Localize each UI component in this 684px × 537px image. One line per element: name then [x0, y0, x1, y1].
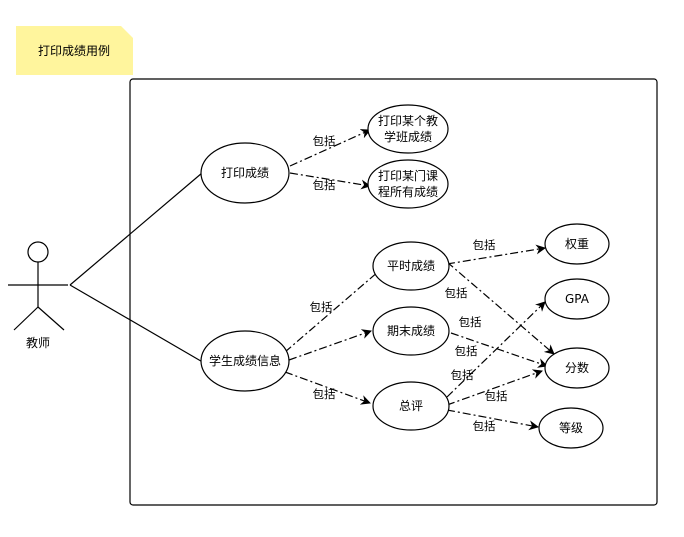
actor-head	[27, 241, 49, 263]
include-total-edge	[284, 371, 371, 405]
include-total-gpa-edge	[446, 301, 546, 398]
use-case-print-grades[interactable]	[200, 142, 290, 204]
print-course-label-line1: 打印某门课	[378, 168, 438, 183]
include-final-score-edge	[450, 332, 548, 368]
actor-right-leg	[37, 306, 65, 331]
use-case-print-class[interactable]	[367, 104, 449, 154]
gpa-label: GPA	[565, 292, 590, 306]
include-label-usual: 包括	[310, 300, 333, 314]
actor-teacher[interactable]	[8, 241, 68, 331]
actor-left-leg	[13, 306, 39, 331]
score-label: 分数	[565, 360, 589, 375]
include-label-final-score: 包括	[455, 344, 478, 358]
use-case-grade[interactable]	[538, 407, 604, 449]
include-usual-weight-edge	[446, 244, 546, 265]
final-label: 期末成绩	[387, 324, 435, 338]
print-class-label-line2: 学班成绩	[384, 129, 432, 144]
print-class-label-line1: 打印某个教	[378, 113, 438, 128]
use-case-usual[interactable]	[372, 241, 450, 291]
include-usual-score-edge	[446, 261, 555, 355]
use-case-gpa[interactable]	[544, 278, 610, 320]
use-case-student-info[interactable]	[200, 330, 290, 392]
include-label-usual-score: 包括	[445, 286, 468, 300]
include-total-score-edge	[446, 369, 543, 406]
include-print-course-edge	[289, 172, 371, 190]
include-label-usual-weight: 包括	[473, 238, 496, 252]
usual-label: 平时成绩	[387, 259, 435, 273]
print-course-label-line2: 程所有成绩	[378, 184, 438, 199]
use-case-score[interactable]	[544, 347, 610, 389]
include-label-total-score-a: 包括	[451, 368, 474, 382]
student-info-label: 学生成绩信息	[209, 353, 281, 368]
include-print-class-edge	[289, 129, 371, 167]
system-boundary	[129, 78, 658, 506]
total-label: 总评	[399, 399, 423, 413]
note-text: 打印成绩用例	[38, 44, 110, 58]
print-grades-label: 打印成绩	[221, 166, 269, 180]
use-case-final[interactable]	[372, 306, 450, 356]
note-shape	[16, 26, 133, 75]
include-label-print-course: 包括	[313, 178, 336, 192]
include-label-print-class: 包括	[313, 134, 336, 148]
include-usual-edge	[284, 264, 387, 353]
association-student-info	[69, 284, 207, 365]
use-case-print-course[interactable]	[367, 159, 449, 209]
association-print-grades	[69, 172, 203, 286]
weight-label: 权重	[565, 237, 589, 251]
use-case-weight[interactable]	[544, 223, 610, 265]
include-label-total-gpa: 包括	[459, 315, 482, 329]
include-label-total-grade: 包括	[473, 419, 496, 433]
note: 打印成绩用例	[16, 26, 133, 75]
include-final-edge	[288, 329, 372, 361]
actor-label: 教师	[26, 335, 50, 350]
include-label-total: 包括	[313, 387, 336, 401]
use-case-total[interactable]	[372, 381, 450, 431]
include-label-total-score-b: 包括	[485, 389, 508, 403]
grade-label: 等级	[559, 421, 583, 435]
